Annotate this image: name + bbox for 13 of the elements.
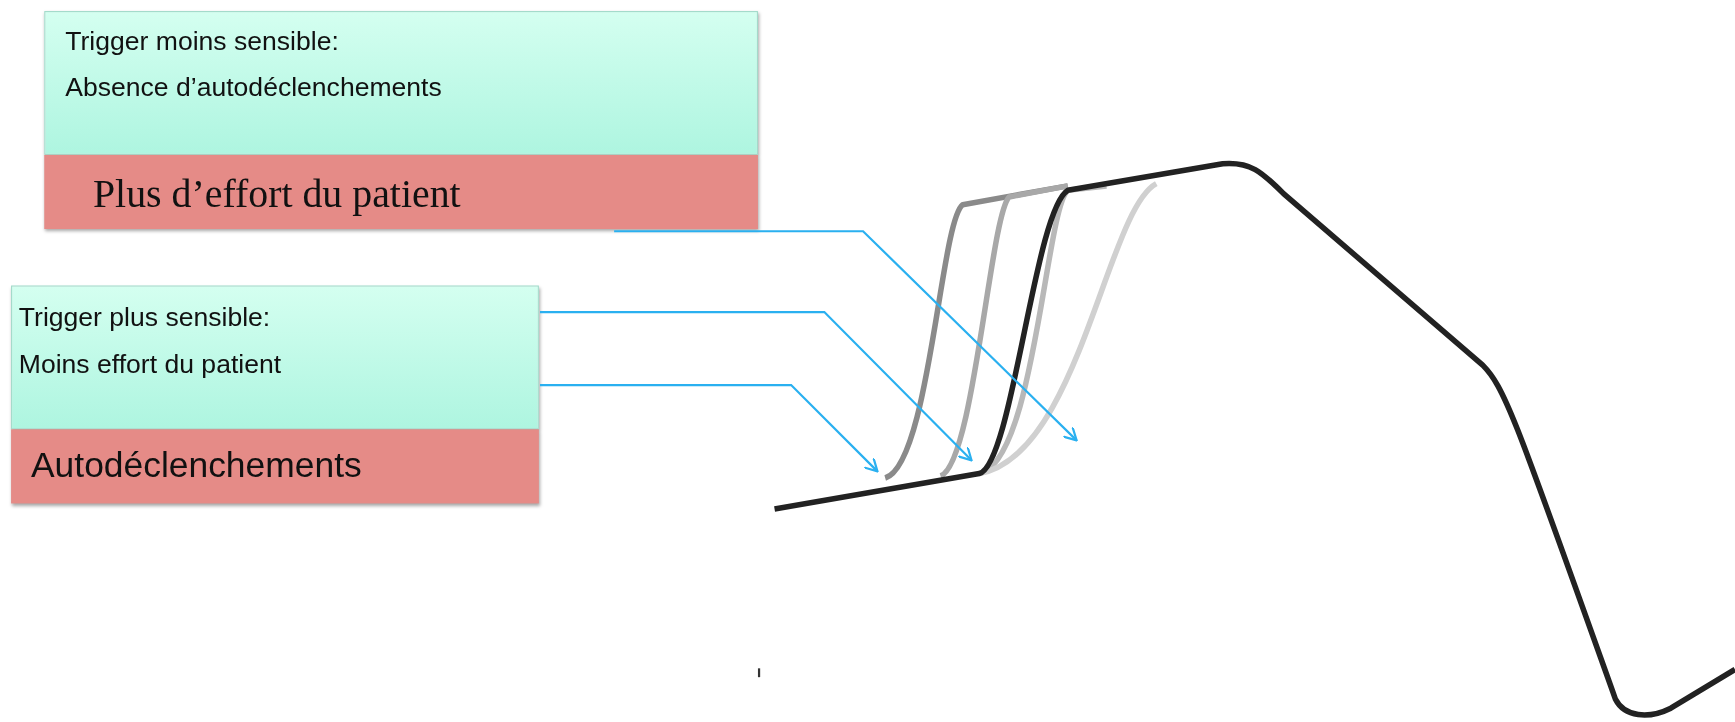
arrow (539, 383, 879, 473)
text-box (44, 11, 758, 155)
body-text: Plus d’effort du patient (92, 170, 461, 217)
arrow (539, 310, 973, 462)
body-text: Autodéclenchements (31, 444, 362, 486)
heading-text: Trigger plus sensible: (18, 302, 271, 334)
heading-text: Trigger moins sensible: (65, 25, 339, 57)
body-text: Moins effort du patient (18, 348, 282, 380)
text-box (11, 285, 539, 430)
arrow (614, 230, 1078, 442)
body-text: Absence d’autodéclenchements (65, 71, 442, 103)
text-box (44, 154, 758, 230)
text-box (11, 429, 539, 504)
